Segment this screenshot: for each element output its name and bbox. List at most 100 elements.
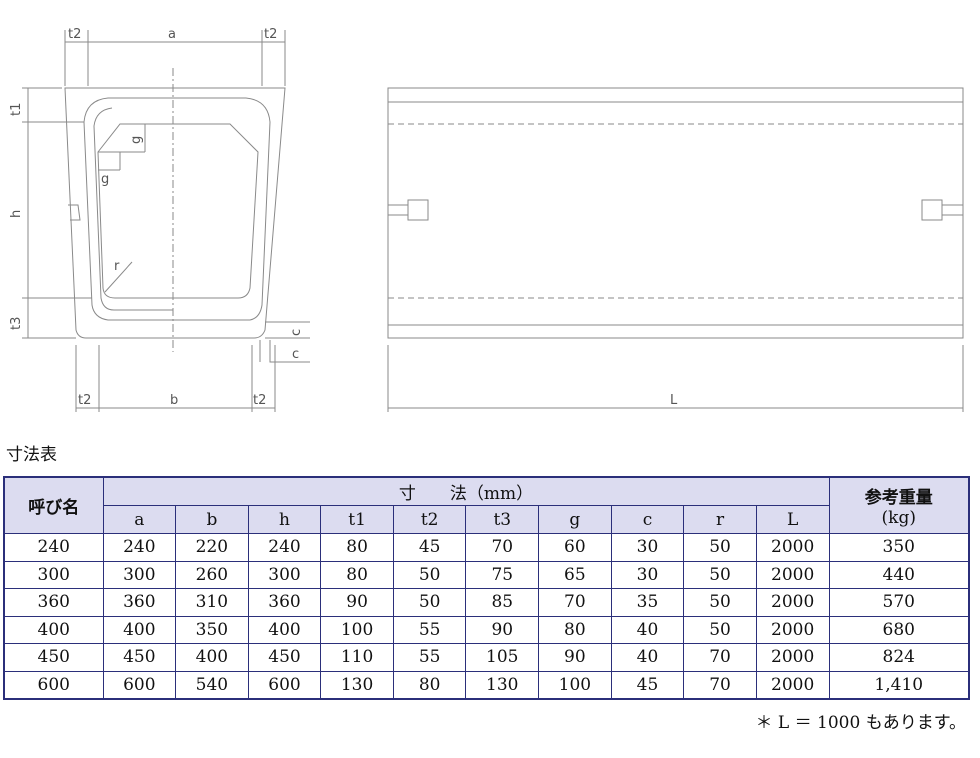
cell-dimension: 30: [610, 533, 685, 562]
header-weight-unit: (kg): [881, 508, 916, 528]
label-r: r: [114, 259, 120, 274]
cell-dimension: 80: [392, 670, 467, 700]
cell-nominal-name: 240: [3, 533, 104, 562]
label-t2-right-bottom: t2: [253, 393, 266, 408]
cell-dimension: 310: [175, 588, 249, 617]
cell-dimension: 60: [538, 533, 612, 562]
cell-dimension: 50: [392, 560, 467, 589]
cell-dimension: 45: [392, 533, 467, 562]
cell-dimension: 2000: [755, 588, 830, 617]
header-reference-weight: 参考重量 (kg): [828, 476, 970, 534]
cell-dimension: 400: [102, 615, 177, 644]
column-header: g: [538, 505, 612, 534]
column-header: t2: [392, 505, 467, 534]
cell-dimension: 2000: [755, 533, 830, 562]
cell-dimension: 110: [320, 643, 394, 672]
cell-dimension: 50: [392, 588, 467, 617]
column-header: t3: [465, 505, 540, 534]
cell-dimension: 2000: [755, 643, 830, 672]
cell-dimension: 400: [175, 643, 249, 672]
column-header: t1: [320, 505, 394, 534]
cell-dimension: 90: [320, 588, 394, 617]
cell-dimension: 90: [465, 615, 540, 644]
cell-dimension: 70: [683, 670, 757, 700]
cell-weight: 824: [828, 643, 970, 672]
cell-weight: 440: [828, 560, 970, 589]
cell-dimension: 540: [175, 670, 249, 700]
cell-dimension: 360: [247, 588, 322, 617]
cell-dimension: 35: [610, 588, 685, 617]
cell-dimension: 55: [392, 643, 467, 672]
cell-nominal-name: 360: [3, 588, 104, 617]
cell-nominal-name: 600: [3, 670, 104, 700]
cell-dimension: 70: [465, 533, 540, 562]
cell-dimension: 90: [538, 643, 612, 672]
cell-weight: 680: [828, 615, 970, 644]
label-a: a: [168, 27, 176, 42]
cell-dimension: 100: [320, 615, 394, 644]
cell-dimension: 130: [320, 670, 394, 700]
cell-dimension: 450: [102, 643, 177, 672]
label-t2-left-bottom: t2: [78, 393, 91, 408]
label-c-lower: c: [292, 347, 299, 362]
cell-dimension: 105: [465, 643, 540, 672]
cell-dimension: 2000: [755, 560, 830, 589]
cell-dimension: 220: [175, 533, 249, 562]
cell-dimension: 30: [610, 560, 685, 589]
cell-weight: 570: [828, 588, 970, 617]
section-inner-outline: [83, 97, 271, 321]
header-nominal-name: 呼び名: [3, 476, 104, 534]
right-joint: [921, 199, 943, 221]
cell-dimension: 600: [247, 670, 322, 700]
cell-dimension: 80: [320, 560, 394, 589]
cell-weight: 350: [828, 533, 970, 562]
label-L: L: [670, 393, 678, 408]
label-t2-right-top: t2: [264, 27, 277, 42]
technical-drawing: t2 a t2 t1 h t3 g g r c c t2 b t2 L: [9, 27, 964, 412]
column-header: c: [610, 505, 685, 534]
cell-dimension: 80: [538, 615, 612, 644]
label-c-upper: c: [289, 329, 304, 336]
cell-dimension: 2000: [755, 615, 830, 644]
cell-dimension: 360: [102, 588, 177, 617]
cell-dimension: 300: [102, 560, 177, 589]
cell-dimension: 50: [683, 533, 757, 562]
label-b: b: [170, 393, 178, 408]
cell-dimension: 100: [538, 670, 612, 700]
left-joint: [407, 199, 429, 221]
cell-dimension: 45: [610, 670, 685, 700]
opening-outline: [97, 123, 259, 299]
cell-dimension: 130: [465, 670, 540, 700]
cell-weight: 1,410: [828, 670, 970, 700]
section-title: 寸法表: [6, 445, 57, 465]
label-t1: t1: [9, 103, 24, 116]
cell-dimension: 240: [102, 533, 177, 562]
cell-dimension: 240: [247, 533, 322, 562]
header-weight-label: 参考重量: [864, 488, 933, 508]
cell-dimension: 40: [610, 643, 685, 672]
cell-nominal-name: 300: [3, 560, 104, 589]
cell-dimension: 50: [683, 615, 757, 644]
label-t2-left-top: t2: [68, 27, 81, 42]
cell-dimension: 65: [538, 560, 612, 589]
column-header: r: [683, 505, 757, 534]
cell-dimension: 2000: [755, 670, 830, 700]
column-header: L: [755, 505, 830, 534]
side-view-outline: [387, 87, 964, 339]
cell-dimension: 450: [247, 643, 322, 672]
cell-dimension: 600: [102, 670, 177, 700]
cell-dimension: 260: [175, 560, 249, 589]
column-header: h: [247, 505, 322, 534]
label-h: h: [9, 210, 24, 218]
cell-dimension: 70: [683, 643, 757, 672]
label-t3: t3: [9, 317, 24, 330]
cell-dimension: 70: [538, 588, 612, 617]
footnote: ＊ L ＝ 1000 もあります。: [755, 713, 966, 733]
